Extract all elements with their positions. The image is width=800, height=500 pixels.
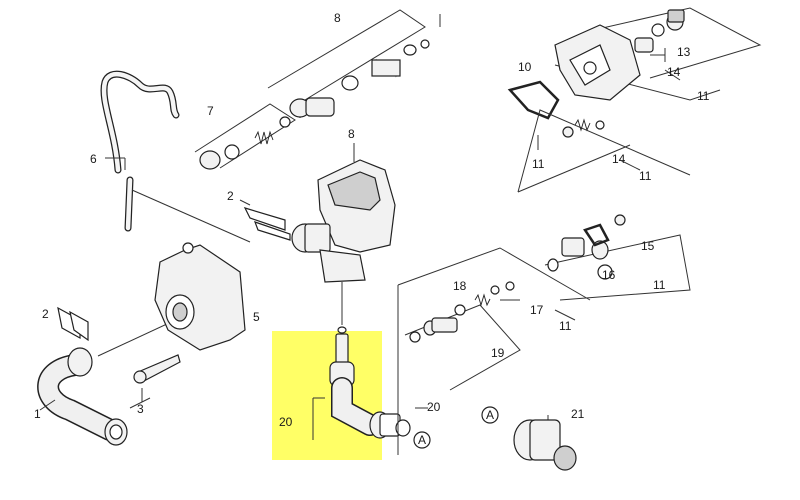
label-17: 17 xyxy=(530,303,544,317)
part-group-16 xyxy=(544,214,691,301)
part-8-pump-head xyxy=(291,143,396,325)
part-10-seal xyxy=(507,80,560,150)
label-7: 7 xyxy=(207,104,214,118)
part-group-11-upper-right xyxy=(554,7,762,101)
label-20-left: 20 xyxy=(279,415,293,429)
label-14-upper: 14 xyxy=(667,65,681,79)
label-2-upper: 2 xyxy=(227,189,234,203)
label-3: 3 xyxy=(137,402,144,416)
part-1-elbow xyxy=(37,347,128,446)
label-11-right: 11 xyxy=(653,278,666,292)
label-14-mid: 14 xyxy=(612,152,626,166)
part-group-7 xyxy=(194,103,296,170)
part-3-screw xyxy=(133,354,181,402)
label-18: 18 xyxy=(453,279,467,293)
label-15: 15 xyxy=(641,239,655,253)
part-group-8-top xyxy=(267,9,441,118)
label-11-upper-right: 11 xyxy=(697,89,710,103)
part-6-tube xyxy=(100,70,180,232)
highlight-box-part-20 xyxy=(272,331,382,460)
marker-a-2: A xyxy=(481,406,499,424)
part-21-quick-coupling xyxy=(513,415,577,471)
label-21: 21 xyxy=(571,407,585,421)
label-8-top: 8 xyxy=(334,11,341,25)
label-11-under-10: 11 xyxy=(532,157,545,171)
label-13: 13 xyxy=(677,45,691,59)
label-5: 5 xyxy=(253,310,260,324)
label-11-mid: 11 xyxy=(639,169,652,183)
marker-a-1: A xyxy=(413,431,431,449)
label-20-right: 20 xyxy=(427,400,441,414)
label-19: 19 xyxy=(491,346,505,360)
part-2-clip-left xyxy=(57,306,89,342)
label-6: 6 xyxy=(90,152,97,166)
part-2-clip-upper xyxy=(239,199,291,241)
label-8-center: 8 xyxy=(348,127,355,141)
label-10: 10 xyxy=(518,60,532,74)
svg-text:A: A xyxy=(486,408,494,422)
part-20-elbow-fitting xyxy=(312,326,428,440)
part-group-19 xyxy=(397,247,591,455)
label-1: 1 xyxy=(34,407,41,421)
label-16: 16 xyxy=(602,268,616,282)
part-group-14-mid xyxy=(517,109,691,193)
label-2-left: 2 xyxy=(42,307,49,321)
part-5-housing xyxy=(97,189,251,357)
svg-text:A: A xyxy=(418,433,426,447)
label-11-lower: 11 xyxy=(559,319,572,333)
